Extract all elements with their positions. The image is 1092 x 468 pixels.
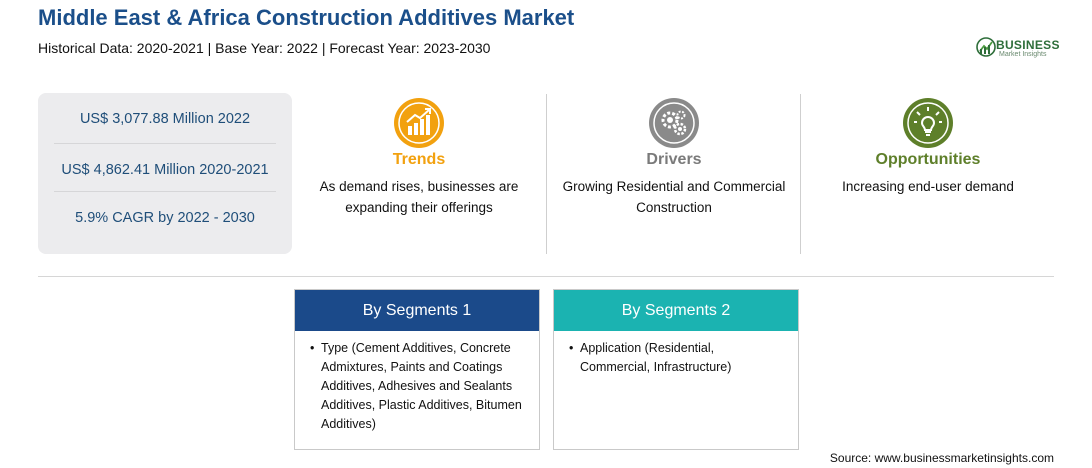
stat-cagr: 5.9% CAGR by 2022 - 2030 [75, 210, 255, 226]
stats-panel: US$ 3,077.88 Million 2022 US$ 4,862.41 M… [38, 93, 292, 254]
bullet-icon: • [569, 341, 574, 355]
lightbulb-icon [903, 98, 953, 148]
section-divider [38, 276, 1054, 277]
gears-icon [649, 98, 699, 148]
logo-word-market-insights: Market Insights [999, 51, 1047, 58]
logo-word-business: BUSINESS [996, 38, 1060, 52]
segment-card-2: By Segments 2 • Application (Residential… [553, 289, 799, 450]
bullet-icon: • [310, 341, 315, 355]
stat-market-value-historical: US$ 4,862.41 Million 2020-2021 [61, 162, 269, 178]
segment-card-1: By Segments 1 • Type (Cement Additives, … [294, 289, 540, 450]
opportunities-heading: Opportunities [875, 151, 981, 168]
page-title: Middle East & Africa Construction Additi… [38, 5, 575, 30]
segment-2-text: Application (Residential, Commercial, In… [580, 341, 732, 374]
trends-column: Trends As demand rises, businesses are e… [294, 96, 544, 218]
source-credit: Source: www.businessmarketinsights.com [829, 451, 1054, 465]
opportunities-description: Increasing end-user demand [842, 179, 1014, 194]
stat-market-value-2022: US$ 3,077.88 Million 2022 [79, 111, 251, 127]
segment-1-header: By Segments 1 [295, 290, 539, 331]
opportunities-column: Opportunities Increasing end-user demand [803, 96, 1053, 197]
trend-chart-icon [394, 98, 444, 148]
segment-2-header: By Segments 2 [554, 290, 798, 331]
company-logo[interactable]: BUSINESS Market Insights [975, 36, 1065, 62]
trends-description: As demand rises, businesses are expandin… [319, 179, 519, 215]
column-divider [546, 94, 547, 254]
trends-heading: Trends [392, 151, 446, 168]
stat-divider [54, 143, 276, 144]
segment-1-body: • Type (Cement Additives, Concrete Admix… [295, 331, 539, 434]
segment-1-text: Type (Cement Additives, Concrete Admixtu… [321, 341, 522, 431]
stat-divider [54, 191, 276, 192]
drivers-column: Drivers Growing Residential and Commerci… [549, 96, 799, 218]
logo-globe-icon [976, 37, 996, 57]
drivers-description: Growing Residential and Commercial Const… [562, 179, 786, 215]
drivers-heading: Drivers [646, 151, 702, 168]
column-divider [800, 94, 801, 254]
page-subtitle: Historical Data: 2020-2021 | Base Year: … [38, 40, 491, 56]
segment-2-body: • Application (Residential, Commercial, … [554, 331, 798, 377]
